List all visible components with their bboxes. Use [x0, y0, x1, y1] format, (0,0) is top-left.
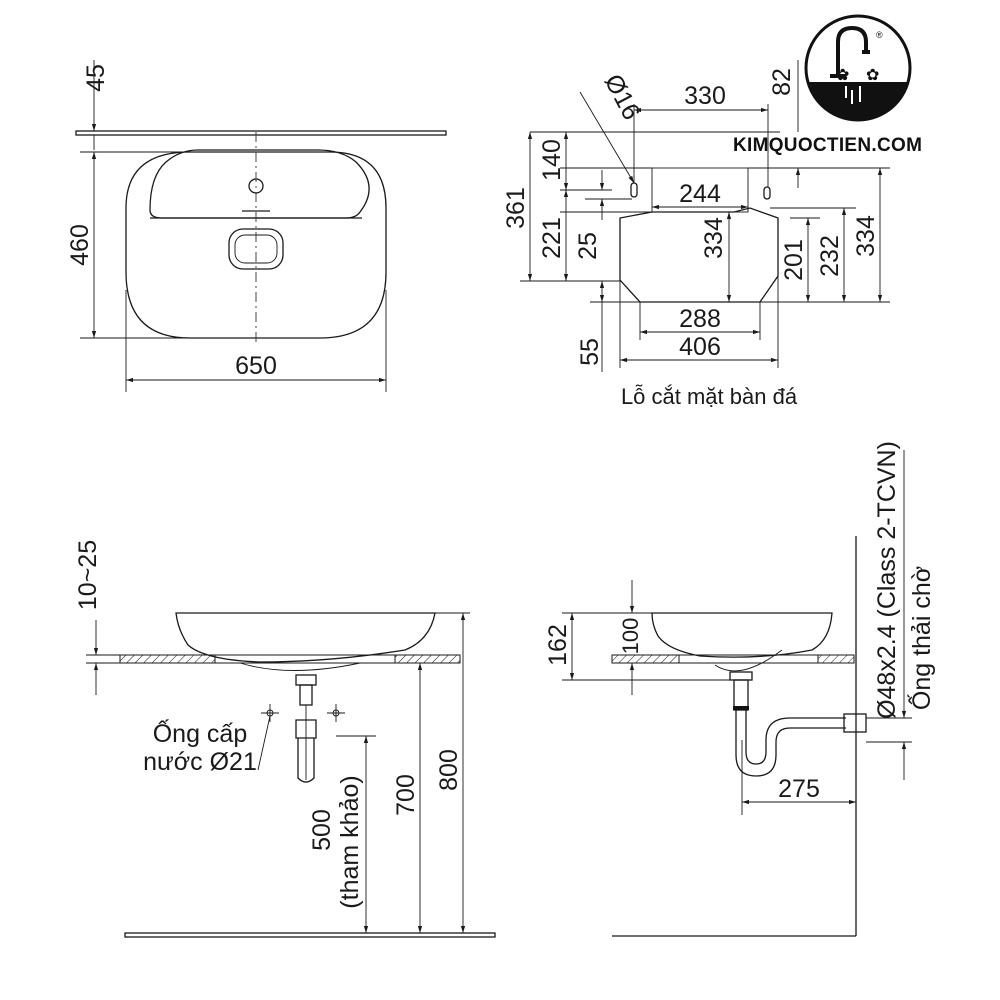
dim-288: 288: [679, 305, 721, 333]
dim-334-right: 334: [852, 215, 880, 257]
drain-spec: Ø48x2.4 (Class 2-TCVN): [873, 441, 901, 719]
dim-406: 406: [679, 333, 721, 361]
supply-marker-left: [261, 704, 279, 722]
dim-650: 650: [235, 352, 277, 380]
cutout-view: 330 Ø16 82 361 140 221 25 244 334 201 23…: [502, 60, 890, 409]
dim-275: 275: [778, 775, 820, 803]
side-basin-body: [651, 612, 833, 658]
dim-500: 500: [308, 809, 336, 851]
front-section-view: Ống cấp nước Ø21 10~25 700 800 500 (tham…: [74, 540, 496, 938]
side-countertop-right: [817, 654, 855, 664]
dim-244: 244: [679, 180, 721, 208]
svg-text:✿: ✿: [836, 65, 849, 84]
basin-body: [175, 612, 436, 663]
trap-bend: [735, 710, 846, 777]
supply-marker-right: [327, 704, 345, 722]
dim-201: 201: [780, 239, 808, 281]
registered-mark: ®: [876, 30, 883, 40]
countertop-left: [119, 654, 216, 664]
dim-55: 55: [576, 338, 604, 366]
top-view: 45 460 650: [66, 60, 447, 392]
basin-inner-rim: [149, 149, 370, 219]
wall-pipe: [843, 713, 867, 733]
cutout-outline: [619, 207, 779, 303]
dim-232: 232: [816, 235, 844, 277]
dim-25: 25: [574, 232, 602, 260]
side-countertop-left: [611, 654, 680, 664]
dim-140: 140: [538, 139, 566, 181]
dim-361: 361: [502, 187, 530, 229]
drain-cover: [228, 228, 284, 270]
dim-330: 330: [684, 82, 726, 110]
slab-line: [75, 130, 447, 136]
tap-hole-left: [630, 182, 638, 198]
dim-10-25: 10~25: [74, 540, 102, 610]
dim-221: 221: [538, 217, 566, 259]
dim-334-inner: 334: [700, 217, 728, 259]
svg-text:✿: ✿: [866, 65, 879, 84]
faucet-logo-icon: ✿ ✿ ®: [804, 14, 912, 122]
waste-fitting: [295, 674, 317, 686]
dim-d16: Ø16: [599, 70, 646, 125]
supply-label-a: Ống cấp: [153, 718, 248, 748]
trap-vertical: [733, 679, 749, 711]
dim-162: 162: [544, 624, 572, 666]
cutout-caption: Lỗ cắt mặt bàn đá: [621, 384, 798, 409]
dim-700: 700: [392, 774, 420, 816]
side-section-view: 162 100 275 Ø48x2.4 (Class 2-TCVN) Ống t…: [544, 441, 936, 937]
brand-site: KIMQUOCTIEN.COM: [733, 135, 922, 156]
brand-logo: ✿ ✿ ® KIMQUOCTIEN.COM: [733, 14, 922, 156]
basin-outline: [125, 151, 387, 339]
dim-500-note: (tham khảo): [336, 775, 364, 908]
dim-800: 800: [435, 749, 463, 791]
dim-82: 82: [768, 68, 796, 96]
supply-label-b: nước Ø21: [143, 748, 257, 776]
dim-45: 45: [82, 64, 110, 92]
dim-460: 460: [66, 224, 94, 266]
countertop-right: [394, 654, 461, 664]
dim-100: 100: [618, 618, 643, 655]
drain-label: Ống thải chờ: [906, 566, 936, 710]
floor-line: [124, 932, 496, 938]
tap-hole-right: [763, 186, 771, 200]
